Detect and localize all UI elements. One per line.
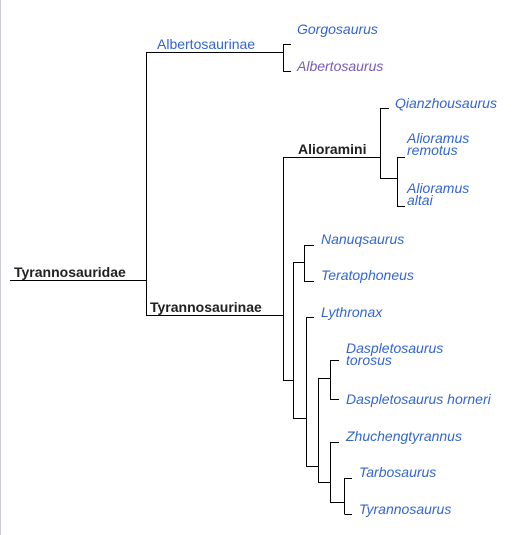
taxon-tyrannosaurus[interactable]: Tyrannosaurus (359, 501, 452, 517)
taxon-alioramus-altai[interactable]: Alioramus altai (407, 180, 470, 208)
taxon-tarbosaurus[interactable]: Tarbosaurus (359, 464, 437, 480)
clade-label-tyrannosauridae[interactable]: Tyrannosauridae (14, 264, 126, 280)
taxon-zhuchengtyrannus[interactable]: Zhuchengtyrannus (346, 428, 462, 444)
taxon-alioramus-remotus[interactable]: Alioramus remotus (407, 130, 470, 158)
panel-left-border (0, 0, 1, 535)
taxon-nanuqsaurus[interactable]: Nanuqsaurus (321, 231, 405, 247)
clade-label-tyrannosaurinae[interactable]: Tyrannosaurinae (150, 299, 262, 315)
clade-label-albertosaurinae[interactable]: Albertosaurinae (157, 36, 256, 52)
taxon-daspletosaurus-torosus[interactable]: Daspletosaurus torosus (346, 340, 444, 368)
taxon-lythronax[interactable]: Lythronax (321, 304, 383, 320)
taxon-teratophoneus[interactable]: Teratophoneus (321, 267, 414, 283)
clade-label-alioramini[interactable]: Alioramini (298, 141, 367, 157)
taxon-daspletosaurus-horneri[interactable]: Daspletosaurus horneri (346, 391, 491, 407)
taxon-gorgosaurus[interactable]: Gorgosaurus (297, 21, 378, 37)
taxon-qianzhousaurus[interactable]: Qianzhousaurus (395, 95, 497, 111)
taxon-albertosaurus[interactable]: Albertosaurus (297, 58, 384, 74)
